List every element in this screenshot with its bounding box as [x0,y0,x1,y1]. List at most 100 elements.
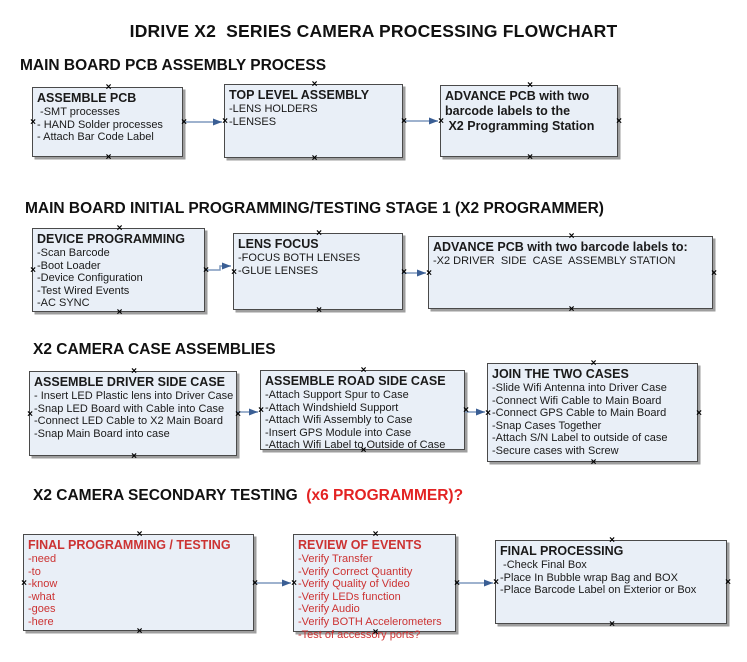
box-item: - HAND Solder processes [37,118,163,131]
connection-marker: × [222,116,228,127]
connection-marker: × [131,451,137,462]
box-items: -Scan Barcode-Boot Loader-Device Configu… [37,247,200,310]
box-item: - Attach Bar Code Label [37,131,154,144]
box-items: -SMT processes- HAND Solder processes- A… [37,106,178,144]
box-item: -Scan Barcode [37,247,110,259]
box-title: JOIN THE TWO CASES [492,367,629,381]
box-item: -Attach Wifi Label to Outside of Case [265,439,446,452]
box-items: -Slide Wifi Antenna into Driver Case-Con… [492,382,693,458]
box-items: -Check Final Box-Place In Bubble wrap Ba… [500,559,722,597]
box-items: -FOCUS BOTH LENSES-GLUE LENSES [238,252,398,277]
box-item: -Verify LEDs function [298,590,401,603]
connection-marker: × [311,153,318,164]
box-item: -Connect Wifi Cable to Main Board [492,394,662,407]
box-item: -goes [28,603,56,616]
section-heading-secondary-testing: X2 CAMERA SECONDARY TESTING (x6 PROGRAMM… [33,487,463,505]
box-item: -what [28,590,55,603]
page-title: IDRIVE X2 SERIES CAMERA PROCESSING FLOWC… [129,21,618,41]
box-items: - Insert LED Plastic lens into Driver Ca… [34,390,234,440]
box-item: -Verify BOTH Accelerometers [298,615,442,628]
connection-marker: × [590,457,597,468]
box-items: -Verify Transfer-Verify Correct Quantity… [298,553,451,641]
connection-marker: × [105,152,112,163]
connection-marker: × [527,152,533,163]
connection-marker: × [291,578,297,589]
flow-box-final-programming-testing: FINAL PROGRAMMING / TESTING -need-to-kno… [21,530,258,637]
box-item: -Test of accessory ports? [298,628,421,641]
box-title: DEVICE PROGRAMMING [37,232,185,246]
section-heading-text: MAIN BOARD PCB ASSEMBLY PROCESS [20,57,327,74]
connection-marker: × [568,304,575,315]
box-item: -to [28,565,41,578]
connection-marker: × [21,577,27,589]
connection-marker: × [401,266,407,278]
box-title: ASSEMBLE ROAD SIDE CASE [265,374,446,388]
flow-box-join-the-two-cases: JOIN THE TWO CASES -Slide Wifi Antenna i… [485,359,702,468]
connection-marker: × [27,408,33,420]
connection-marker: × [725,577,731,588]
connection-marker: × [401,116,407,127]
section-heading-suffix: (x6 PROGRAMMER)? [302,487,464,504]
section-heading-initial-programming: MAIN BOARD INITIAL PROGRAMMING/TESTING S… [25,200,604,218]
flow-box-advance-pcb-driver-side: ADVANCE PCB with two barcode labels to: … [426,232,717,315]
box-item: -Snap Cases Together [492,419,602,432]
box-item: -here [28,615,54,628]
connection-marker: × [252,577,258,589]
connection-marker: × [231,266,237,278]
box-item: -FOCUS BOTH LENSES [238,252,361,264]
connection-marker: × [316,305,322,316]
connection-marker: × [258,405,264,416]
connection-marker: × [30,265,36,276]
box-item: -Verify Transfer [298,553,373,565]
box-item: - Insert LED Plastic lens into Driver Ca… [34,390,234,402]
box-title: ASSEMBLE PCB [37,91,137,105]
box-title: LENS FOCUS [238,237,319,251]
box-item: -Check Final Box [500,559,587,571]
connection-marker: × [463,405,469,416]
box-items: -X2 DRIVER SIDE CASE ASSEMBLY STATION [433,255,708,268]
box-item: -Connect LED Cable to X2 Main Board [34,415,223,428]
box-item: -Place Barcode Label on Exterior or Box [500,584,697,597]
flow-box-device-programming: DEVICE PROGRAMMING -Scan Barcode-Boot Lo… [30,224,209,318]
connection-marker: × [493,577,499,588]
connection-marker: × [426,267,432,279]
connection-marker: × [203,265,209,276]
box-title: ADVANCE PCB with two barcode labels to: [433,240,688,254]
box-item: -X2 DRIVER SIDE CASE ASSEMBLY STATION [433,255,676,267]
box-item: -Attach Wifi Assembly to Case [265,414,413,427]
section-heading-text: X2 CAMERA SECONDARY TESTING [33,487,302,504]
box-items: -LENS HOLDERS-LENSES [229,103,398,128]
box-items: -Attach Support Spur to Case-Attach Wind… [265,389,460,452]
connection-marker: × [485,407,491,419]
connection-marker: × [181,117,187,128]
box-title: TOP LEVEL ASSEMBLY [229,88,370,102]
connector-arrow [205,262,231,271]
box-item: -Attach Support Spur to Case [265,389,409,401]
flow-box-final-processing: FINAL PROCESSING -Check Final Box-Place … [493,536,731,630]
box-item: -AC SYNC [37,297,90,310]
flow-box-assemble-driver-side-case: ASSEMBLE DRIVER SIDE CASE - Insert LED P… [27,367,241,462]
box-item: -Place In Bubble wrap Bag and BOX [500,571,678,584]
box-item: -need [28,553,57,565]
flow-box-lens-focus: LENS FOCUS -FOCUS BOTH LENSES-GLUE LENSE… [231,229,407,316]
box-item: -Snap LED Board with Cable into Case [34,402,225,415]
box-item: -LENS HOLDERS [229,103,318,115]
flow-box-assemble-pcb: ASSEMBLE PCB -SMT processes- HAND Solder… [30,83,187,163]
section-heading-text: X2 CAMERA CASE ASSEMBLIES [33,341,276,358]
flow-box-advance-pcb-programming: ADVANCE PCB with two barcode labels to t… [438,81,622,163]
box-title: REVIEW OF EVENTS [298,538,422,552]
flow-box-review-of-events: REVIEW OF EVENTS -Verify Transfer-Verify… [291,530,460,641]
box-title: FINAL PROCESSING [500,544,624,558]
connection-marker: × [696,407,702,419]
connection-marker: × [616,116,622,127]
connection-marker: × [711,267,717,279]
box-title: FINAL PROGRAMMING / TESTING [28,538,231,552]
box-item: -Device Configuration [37,272,143,285]
box-item: -Verify Quality of Video [298,578,410,591]
box-item: -Snap Main Board into case [34,427,170,440]
box-item: -SMT processes [37,106,120,118]
box-item: -Connect GPS Cable to Main Board [492,407,667,420]
box-title: ADVANCE PCB with two barcode labels to t… [445,89,595,133]
box-item: -Slide Wifi Antenna into Driver Case [492,382,667,394]
